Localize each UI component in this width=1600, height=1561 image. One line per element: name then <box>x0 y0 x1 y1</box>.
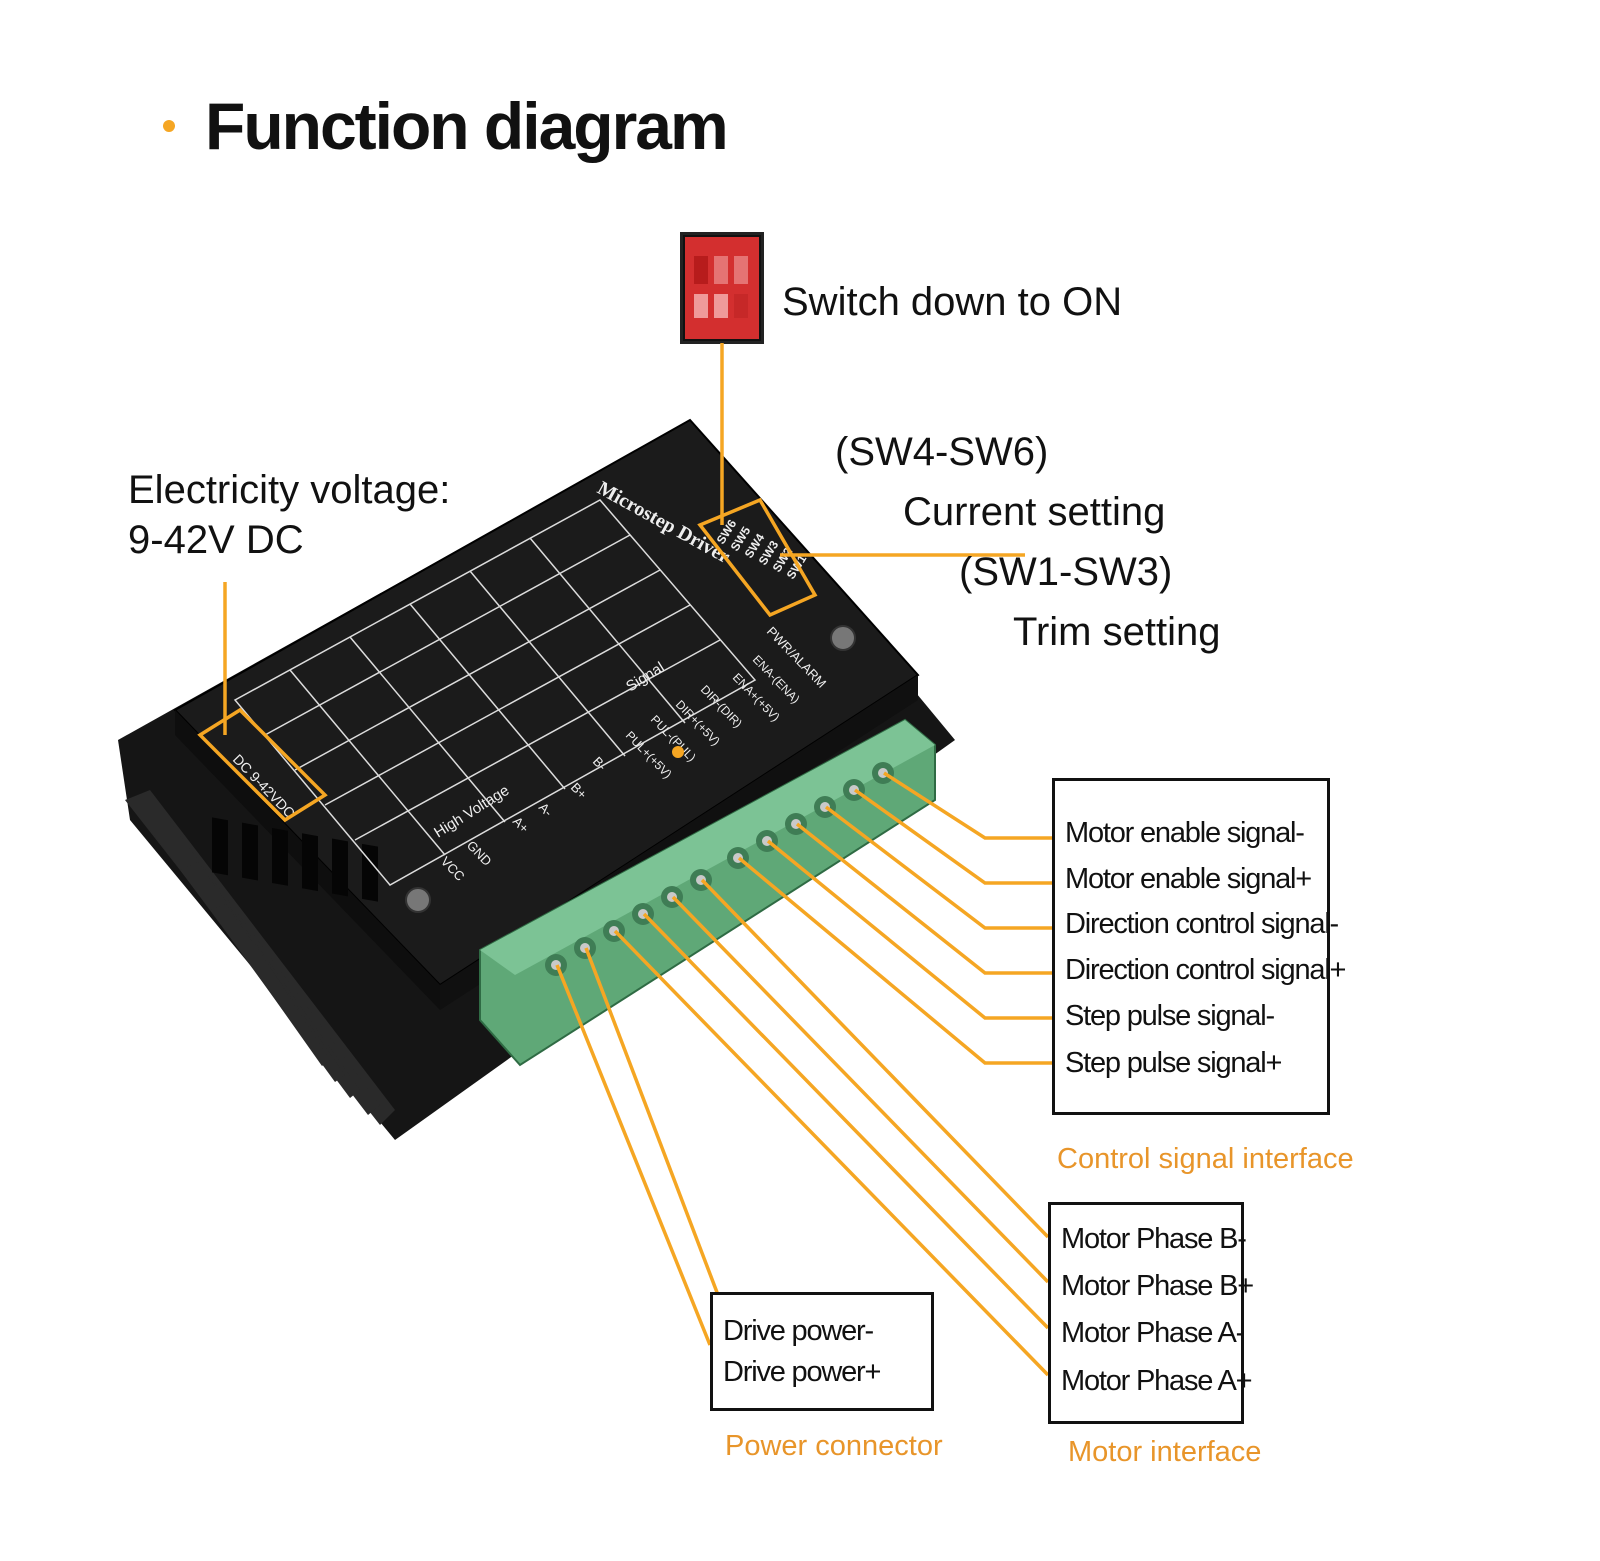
control-signal-box: Motor enable signal- Motor enable signal… <box>1052 778 1346 1115</box>
power-connector-caption: Power connector <box>725 1430 943 1462</box>
list-item: Step pulse signal- <box>1065 1000 1275 1032</box>
title-bullet <box>163 120 175 132</box>
control-leader <box>737 856 1052 1065</box>
status-led-icon <box>672 746 684 758</box>
motor-interface-box: Motor Phase B- Motor Phase B+ Motor Phas… <box>1048 1202 1254 1424</box>
list-item: Motor enable signal- <box>1065 817 1305 849</box>
motor-leader <box>613 929 1050 1377</box>
page-title: Function diagram <box>205 89 729 163</box>
control-leader <box>824 805 1052 930</box>
control-leader <box>853 788 1052 885</box>
power-leader <box>584 947 720 1296</box>
dip-switch-note: Switch down to ON <box>782 280 1123 324</box>
side-vents <box>212 817 378 902</box>
leader-lines <box>223 343 1052 1377</box>
switch-highlight <box>697 497 818 618</box>
screw-icon <box>405 887 431 913</box>
list-item: Direction control signal- <box>1065 908 1339 940</box>
power-leader <box>555 964 712 1346</box>
trim-switch-range: (SW1-SW3) <box>959 550 1173 594</box>
power-connector-box: Drive power- Drive power+ <box>710 1292 934 1411</box>
list-item: Drive power+ <box>723 1356 881 1388</box>
list-item: Drive power- <box>723 1315 874 1347</box>
motor-leader <box>700 878 1050 1239</box>
current-switch-range: (SW4-SW6) <box>835 430 1049 474</box>
screw-icon <box>830 625 856 651</box>
list-item: Motor Phase A+ <box>1061 1365 1253 1397</box>
control-leader <box>883 771 1052 840</box>
motor-leader <box>671 895 1050 1284</box>
current-setting-label: Current setting <box>903 490 1166 534</box>
motor-interface-caption: Motor interface <box>1068 1436 1262 1468</box>
voltage-value: 9-42V DC <box>128 518 304 562</box>
list-item: Motor enable signal+ <box>1065 863 1312 895</box>
motor-leader <box>642 912 1050 1330</box>
control-leader <box>766 839 1052 1020</box>
dip-switch-photo <box>680 232 764 344</box>
voltage-label: Electricity voltage: <box>128 468 451 512</box>
settings-table <box>233 499 757 886</box>
list-item: Step pulse signal+ <box>1065 1047 1282 1079</box>
control-signal-caption: Control signal interface <box>1057 1143 1354 1175</box>
list-item: Direction control signal+ <box>1065 954 1346 986</box>
trim-setting-label: Trim setting <box>1013 610 1221 654</box>
list-item: Motor Phase B- <box>1061 1223 1247 1255</box>
dip-switch-icon <box>683 235 761 341</box>
list-item: Motor Phase A- <box>1061 1317 1245 1349</box>
control-leader <box>795 822 1052 975</box>
list-item: Motor Phase B+ <box>1061 1270 1254 1302</box>
